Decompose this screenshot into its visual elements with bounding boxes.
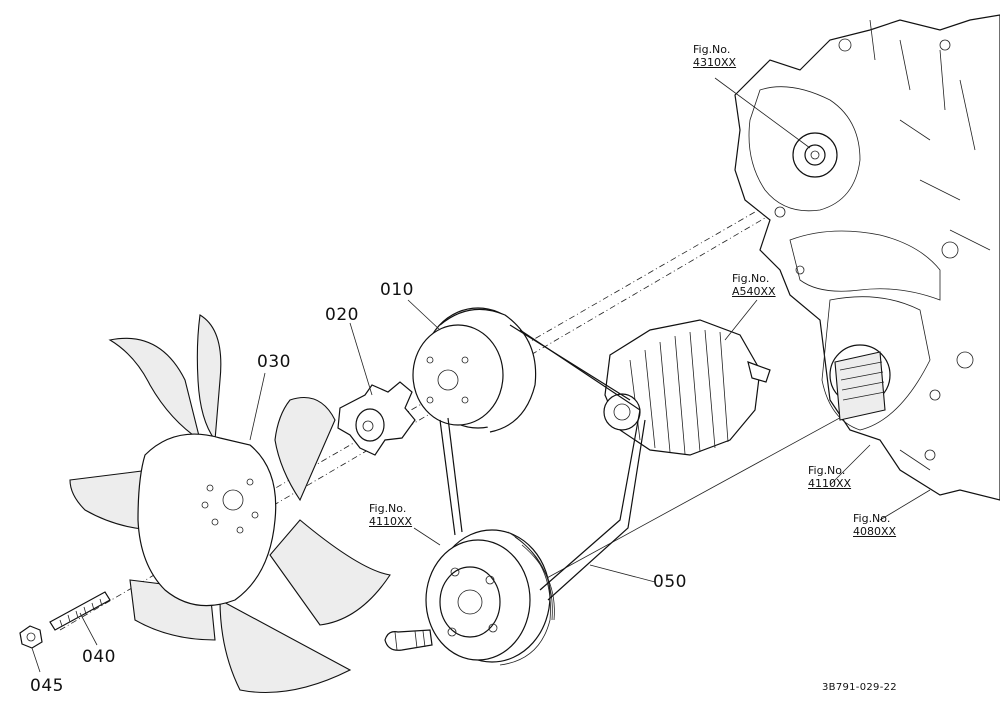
fig-ref-gear-case[interactable]: Fig.No. 4080XX <box>853 512 896 538</box>
cooling-fan <box>69 314 391 694</box>
fig-ref-prefix: Fig.No. <box>853 512 891 525</box>
fig-ref-prefix: Fig.No. <box>732 272 770 285</box>
fan-nut <box>19 625 43 649</box>
callout-020: 020 <box>325 305 359 325</box>
drawing-code: 3B791-029-22 <box>822 682 897 693</box>
v-belt <box>439 324 646 601</box>
fig-ref-crank-pulley[interactable]: Fig.No. 4110XX <box>369 502 412 528</box>
fig-ref-number: 4110XX <box>808 477 852 490</box>
callout-050: 050 <box>653 572 687 592</box>
fig-ref-alternator[interactable]: Fig.No. A540XX <box>732 272 776 298</box>
fig-ref-crankshaft[interactable]: Fig.No. 4110XX <box>808 464 851 490</box>
engine-block <box>734 14 1000 501</box>
callout-030: 030 <box>257 352 291 372</box>
crank-pulley <box>425 529 555 666</box>
callout-045: 045 <box>30 676 64 696</box>
fig-ref-prefix: Fig.No. <box>808 464 846 477</box>
fig-ref-prefix: Fig.No. <box>369 502 407 515</box>
fig-ref-number: 4110XX <box>369 515 413 528</box>
fig-ref-number: 4310XX <box>693 56 737 69</box>
fig-ref-number: 4080XX <box>853 525 897 538</box>
callout-040: 040 <box>82 647 116 667</box>
crank-bolt <box>384 629 433 651</box>
leader-lines <box>31 77 931 673</box>
water-pump-pulley <box>412 307 537 433</box>
fig-ref-prefix: Fig.No. <box>693 43 731 56</box>
fig-ref-number: A540XX <box>732 285 776 298</box>
callout-010: 010 <box>380 280 414 300</box>
impeller <box>337 381 416 456</box>
fig-ref-water-pump[interactable]: Fig.No. 4310XX <box>693 43 736 69</box>
fan-bolt <box>49 591 111 631</box>
alternator <box>603 319 771 456</box>
